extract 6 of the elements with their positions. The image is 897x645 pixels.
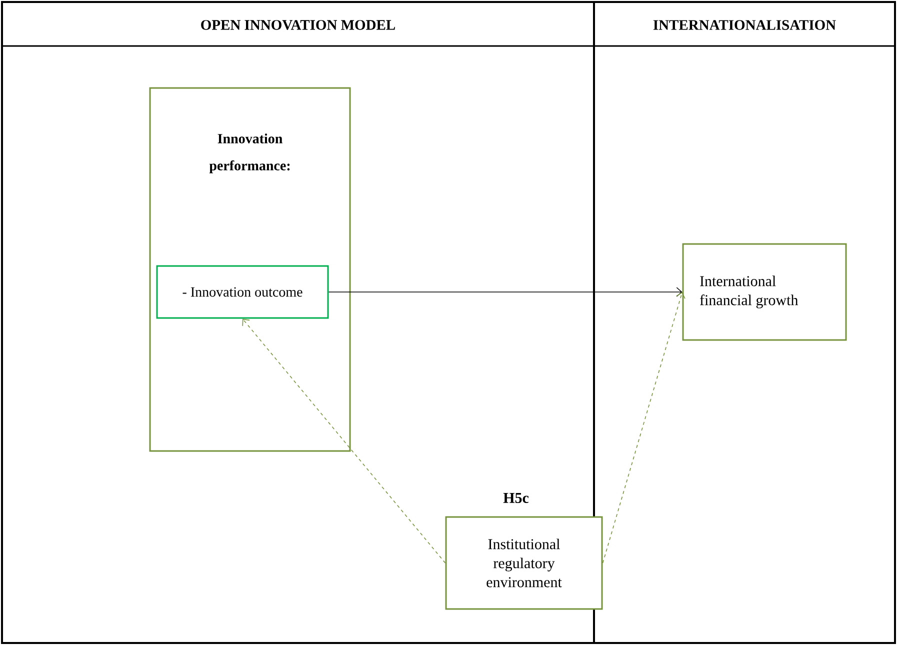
arrow — [602, 292, 686, 564]
arrow — [242, 318, 446, 564]
arrow — [328, 287, 682, 297]
box: - Innovation outcome — [156, 265, 329, 319]
box: International financial growth — [682, 243, 847, 341]
hypothesis-label: H5c — [503, 493, 529, 503]
